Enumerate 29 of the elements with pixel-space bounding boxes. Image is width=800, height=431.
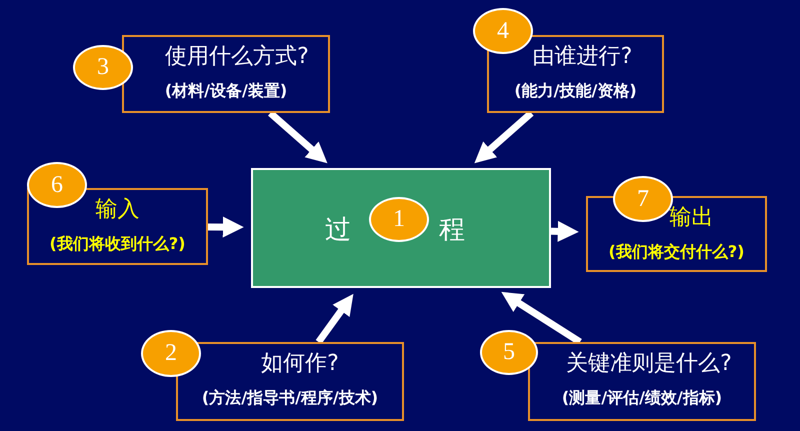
detail-text: (能力/技能/资格) [513, 81, 638, 102]
question-box [122, 35, 330, 113]
number-circle: 4 [473, 8, 533, 54]
arrow [474, 110, 534, 164]
detail-text: (我们将交付什么?) [608, 242, 746, 263]
question-text: 使用什么方式? [164, 43, 310, 71]
process-box [251, 168, 551, 288]
number-circle: 2 [141, 330, 201, 377]
arrow [501, 292, 582, 345]
detail-text: (材料/设备/装置) [164, 81, 288, 102]
number-circle: 1 [369, 197, 429, 242]
arrow [316, 294, 354, 344]
question-box [176, 342, 404, 421]
number-circle: 3 [73, 45, 133, 90]
question-text: 由谁进行? [532, 43, 634, 71]
number-circle: 6 [27, 162, 87, 208]
arrow [208, 216, 244, 238]
question-text: 输入 [94, 196, 140, 224]
process-label: 程 [439, 214, 465, 247]
process-label: 过 [325, 214, 351, 247]
detail-text: (方法/指导书/程序/技术) [200, 388, 380, 409]
detail-text: (测量/评估/绩效/指标) [560, 388, 724, 409]
arrow [550, 220, 579, 242]
question-text: 如何作? [260, 350, 340, 378]
question-text: 关键准则是什么? [565, 350, 733, 378]
number-circle: 5 [480, 330, 538, 375]
detail-text: (我们将收到什么?) [48, 234, 186, 255]
question-box [528, 342, 756, 421]
arrow [268, 110, 328, 164]
